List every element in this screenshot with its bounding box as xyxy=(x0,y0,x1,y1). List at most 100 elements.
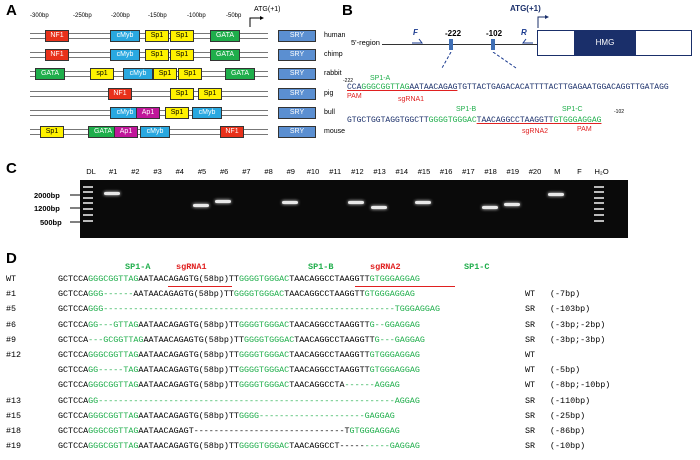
lane-label: #7 xyxy=(242,167,251,176)
lane-label: #19 xyxy=(506,167,520,176)
alignment-seq: GCTCCAGGG-------------------------------… xyxy=(58,304,440,315)
motif-box-ap1: Ap1 xyxy=(136,107,160,119)
sry-box: SRY xyxy=(278,30,316,42)
lane-label: #2 xyxy=(131,167,140,176)
dna-band xyxy=(370,206,387,209)
sry-box: SRY xyxy=(278,107,316,119)
motif-box-sp1: Sp1 xyxy=(170,88,194,100)
gel-image xyxy=(80,180,628,238)
size-500: 500bp xyxy=(40,218,62,227)
ladder-band xyxy=(593,197,604,199)
motif-box-cmyb: cMyb xyxy=(192,107,222,119)
lane-label: #14 xyxy=(395,167,409,176)
motif-box-sp1: Sp1 xyxy=(198,88,222,100)
allele-type: SR xyxy=(525,395,536,406)
lane-label: DL xyxy=(86,167,96,176)
sry-box: SRY xyxy=(278,88,316,100)
promoter-line xyxy=(382,44,537,45)
sp1a-seq: GGGCGGTTAG xyxy=(361,83,410,92)
motif-box-nf1: NF1 xyxy=(108,88,132,100)
ladder-band xyxy=(593,202,604,204)
lane-label: #20 xyxy=(528,167,542,176)
alignment-seq: GCTCCAGG---GTTAGAATAACAGAGTG(58bp)TTGGGG… xyxy=(58,319,420,330)
lane-label: #6 xyxy=(220,167,229,176)
dna-band xyxy=(104,192,121,195)
deletion-note: (-10bp) xyxy=(550,441,586,452)
alignment-seq: GCTCCAGGGCGGTTAGAATAACAGAGTG(58bp)TTGGGG… xyxy=(58,380,400,391)
primer-f-arrow-icon xyxy=(412,38,423,44)
ladder-band xyxy=(593,214,604,216)
dna-band xyxy=(193,204,209,207)
allele-type: SR xyxy=(525,319,536,330)
lane-label: #5 xyxy=(197,167,207,176)
alignment-seq: GCTCCAGG--------------------------------… xyxy=(58,395,420,406)
lane-label: #11 xyxy=(329,167,342,176)
lane-label: #4 xyxy=(175,167,184,176)
motif-box-sp1: Sp1 xyxy=(178,68,202,80)
pam2-label: PAM xyxy=(577,126,592,133)
motif-box-sp1: Sp1 xyxy=(165,107,189,119)
lane-label: #12 xyxy=(351,167,364,176)
sp1a-label: SP1-A xyxy=(370,75,391,82)
sp1b-label: SP1-B xyxy=(456,106,477,113)
species-label: pig xyxy=(324,90,334,97)
allele-type: SR xyxy=(525,426,536,436)
pos-222-label: -222 xyxy=(445,29,462,38)
deletion-note: (-86bp) xyxy=(550,426,586,436)
seq-rest-1: TGTTACTGAGACACATTTTACTTGAGAATGGACAGGTTGA… xyxy=(457,83,669,92)
panel-a: -300bp -250bp -200bp -150bp -100bp -50bp… xyxy=(0,0,345,150)
lane-label: H₂O xyxy=(594,167,609,176)
size-1200: 1200bp xyxy=(34,204,60,213)
deletion-note: (-110bp) xyxy=(550,395,591,406)
lane-label: #18 xyxy=(484,167,497,176)
species-label: rabbit xyxy=(324,70,342,77)
allele-type: SR xyxy=(525,441,536,452)
dna-band xyxy=(481,206,498,209)
deletion-note: (-8bp;-10bp) xyxy=(550,380,611,391)
motif-box-nf1: NF1 xyxy=(220,126,244,138)
sry-box: SRY xyxy=(278,49,316,61)
alignment-seq: GCTCCA---GCGGTTAGAATAACAGAGTG(58bp)TTGGG… xyxy=(58,334,425,345)
sry-box: SRY xyxy=(278,126,316,138)
species-label: bull xyxy=(324,109,335,116)
ladder-band xyxy=(83,186,93,188)
ladder-band xyxy=(593,186,604,188)
sgrna1-seq: AATAACAGAG xyxy=(409,83,458,92)
pam1-label: PAM xyxy=(347,93,362,100)
pos-102-label: -102 xyxy=(486,29,503,38)
alignment-seq: GCTCCAGGGCGGTTAGAATAACAGAGTG(58bp)TTGGGG… xyxy=(58,410,395,421)
minus102-label: -102 xyxy=(614,109,625,115)
motif-box-cmyb: cMyb xyxy=(110,30,140,42)
size-2000: 2000bp xyxy=(34,191,60,200)
row-id: #15 xyxy=(6,410,22,421)
sp1b-seq: GGGGTGGGAC xyxy=(428,116,477,125)
allele-type: SR xyxy=(525,410,536,421)
species-label: human xyxy=(324,32,346,39)
alignment-seq: GCTCCAGGGCGGTTAGAATAACAGAGT-------------… xyxy=(58,426,400,436)
primer-f-label: F xyxy=(413,28,418,37)
sgrna2-label: sgRNA2 xyxy=(522,128,549,135)
panel-c-letter: C xyxy=(6,160,17,177)
seq2-a: GTGCTGGTAGGTGGCTT xyxy=(347,116,429,125)
ladder-band xyxy=(83,191,93,193)
sry-box: SRY xyxy=(278,68,316,80)
alignment-seq: GCTCCAGGGCGGTTAGAATAACAGAGTG(58bp)TTGGGG… xyxy=(58,274,420,284)
lane-label: #15 xyxy=(417,167,431,176)
deletion-note: (-7bp) xyxy=(550,289,581,300)
bp-label: -50bp xyxy=(226,13,242,19)
promoter-track: NF1 Sp1 Sp1 SRY pig xyxy=(30,88,333,100)
sgrna2-underline xyxy=(355,286,455,287)
sgrna2-header: sgRNA2 xyxy=(370,262,401,272)
lane-label: #3 xyxy=(153,167,162,176)
site-102-marker xyxy=(491,39,495,50)
lane-label: #9 xyxy=(286,167,295,176)
lane-label: M xyxy=(554,167,561,176)
row-id: #18 xyxy=(6,426,22,436)
bp-label: -250bp xyxy=(73,13,92,19)
deletion-note: (-3bp;-2bp) xyxy=(550,319,606,330)
row-id: #6 xyxy=(6,319,17,330)
panel-c: DL#1#2#3#4#5#6#7#8#9#10#11#12#13#14#15#1… xyxy=(0,160,700,245)
